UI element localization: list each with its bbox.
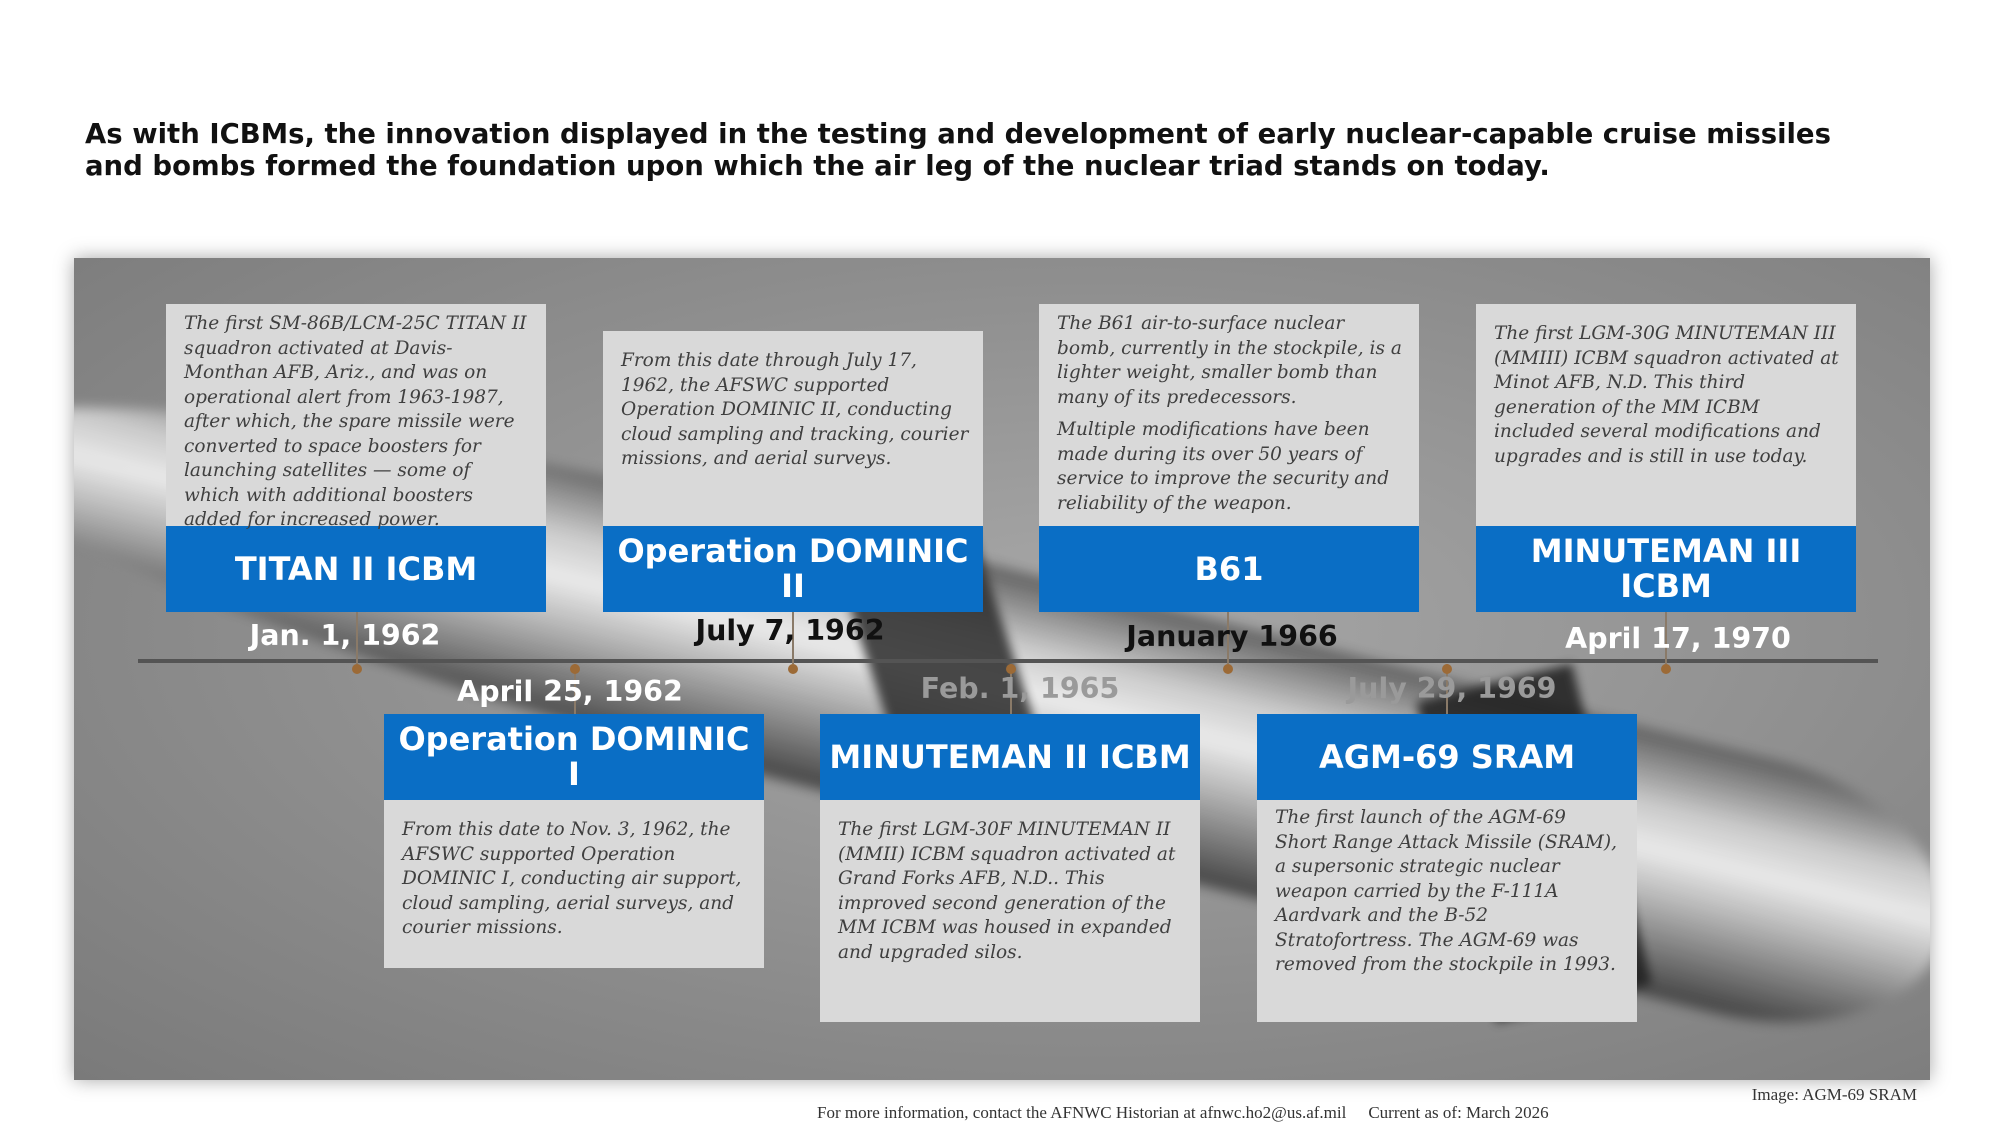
event-date: July 7, 1962 <box>695 614 885 647</box>
timeline-axis <box>138 659 1878 663</box>
image-credit: Image: AGM-69 SRAM <box>1751 1085 1917 1104</box>
event-title: TITAN II ICBM <box>166 526 546 612</box>
timeline-connector <box>1665 612 1667 664</box>
event-title: MINUTEMAN III ICBM <box>1476 526 1856 612</box>
timeline-marker <box>1661 664 1671 674</box>
event-date: July 29, 1969 <box>1347 672 1557 705</box>
event-description-text: From this date to Nov. 3, 1962, the AFSW… <box>402 819 742 938</box>
event-title: Operation DOMINIC II <box>603 526 983 612</box>
event-description-text: The B61 air-to-surface nuclear bomb, cur… <box>1057 313 1402 408</box>
footer-contact: For more information, contact the AFNWC … <box>817 1103 1347 1122</box>
heading-line-1: As with ICBMs, the innovation displayed … <box>85 118 1831 150</box>
event-description-text: Multiple modifications have been made du… <box>1057 419 1390 514</box>
event-card-titan-ii: The first SM-86B/LCM-25C TITAN II squadr… <box>166 304 546 612</box>
event-card-b61: The B61 air-to-surface nuclear bomb, cur… <box>1039 304 1419 612</box>
event-description-text: The first LGM-30F MINUTEMAN II (MMII) IC… <box>838 819 1176 963</box>
event-description: The B61 air-to-surface nuclear bomb, cur… <box>1039 304 1419 526</box>
timeline-marker <box>1442 664 1452 674</box>
event-description: From this date to Nov. 3, 1962, the AFSW… <box>384 800 764 968</box>
event-card-dominic-ii: From this date through July 17, 1962, th… <box>603 331 983 612</box>
timeline-marker <box>1006 664 1016 674</box>
timeline-connector <box>574 664 576 714</box>
timeline-connector <box>792 612 794 664</box>
event-card-agm-69: AGM-69 SRAM The first launch of the AGM-… <box>1257 714 1637 1022</box>
event-date: January 1966 <box>1126 620 1338 653</box>
event-description: The first LGM-30G MINUTEMAN III (MMIII) … <box>1476 304 1856 526</box>
event-date: Feb. 1, 1965 <box>920 672 1120 705</box>
event-card-dominic-i: Operation DOMINIC I From this date to No… <box>384 714 764 968</box>
event-description-text: The first LGM-30G MINUTEMAN III (MMIII) … <box>1494 323 1839 467</box>
event-description-text: The first launch of the AGM-69 Short Ran… <box>1275 807 1617 975</box>
page-heading: As with ICBMs, the innovation displayed … <box>85 118 1831 182</box>
event-date: April 25, 1962 <box>457 675 683 708</box>
event-date: April 17, 1970 <box>1565 622 1791 655</box>
timeline-connector <box>1446 664 1448 714</box>
event-title: Operation DOMINIC I <box>384 714 764 800</box>
event-title: MINUTEMAN II ICBM <box>820 714 1200 800</box>
timeline-connector <box>356 612 358 664</box>
event-description: The first launch of the AGM-69 Short Ran… <box>1257 800 1637 1022</box>
timeline-marker <box>570 664 580 674</box>
event-description-text: From this date through July 17, 1962, th… <box>621 350 969 469</box>
event-card-minuteman-ii: MINUTEMAN II ICBM The first LGM-30F MINU… <box>820 714 1200 1022</box>
timeline-connector <box>1227 612 1229 664</box>
event-card-minuteman-iii: The first LGM-30G MINUTEMAN III (MMIII) … <box>1476 304 1856 612</box>
event-description-text: The first SM-86B/LCM-25C TITAN II squadr… <box>184 313 527 530</box>
timeline-connector <box>1010 664 1012 714</box>
timeline-marker <box>788 664 798 674</box>
heading-line-2: and bombs formed the foundation upon whi… <box>85 150 1550 182</box>
event-description: From this date through July 17, 1962, th… <box>603 331 983 526</box>
event-title: B61 <box>1039 526 1419 612</box>
event-description: The first SM-86B/LCM-25C TITAN II squadr… <box>166 304 546 530</box>
timeline-marker <box>352 664 362 674</box>
event-description: The first LGM-30F MINUTEMAN II (MMII) IC… <box>820 800 1200 1022</box>
footer: For more information, contact the AFNWC … <box>817 1103 1571 1123</box>
footer-current: Current as of: March 2026 <box>1368 1103 1549 1122</box>
timeline-marker <box>1223 664 1233 674</box>
event-date: Jan. 1, 1962 <box>249 619 441 652</box>
event-title: AGM-69 SRAM <box>1257 714 1637 800</box>
